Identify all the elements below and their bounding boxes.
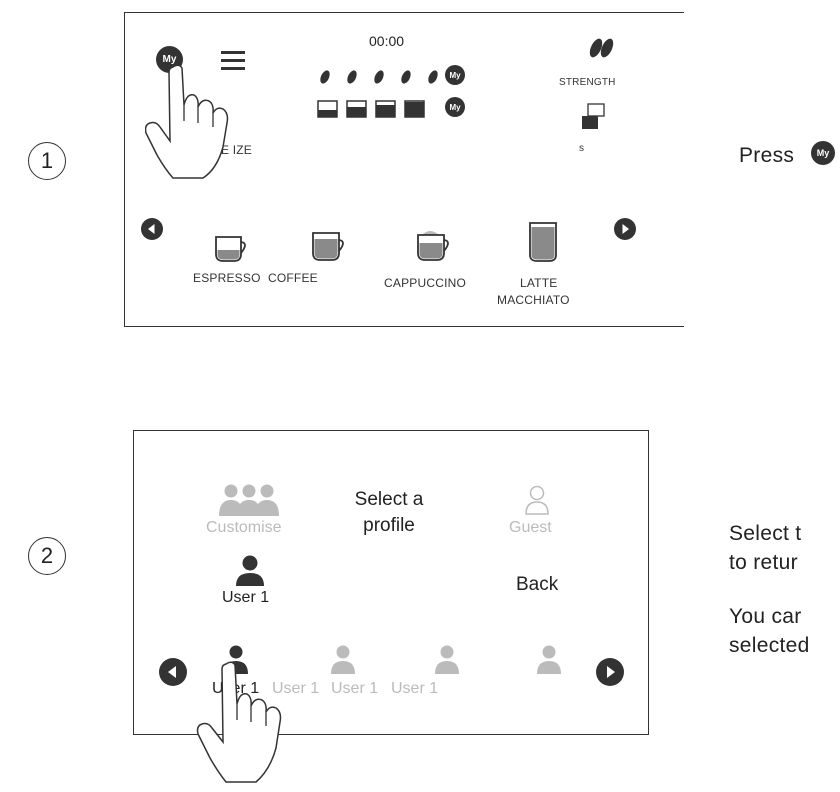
double-bean-icon[interactable] bbox=[587, 35, 615, 61]
carousel-user-icon-3[interactable] bbox=[434, 645, 460, 675]
my-size-badge[interactable]: My bbox=[445, 97, 465, 117]
timer: 00:00 bbox=[369, 33, 405, 49]
step2-instruction-b: You car selected bbox=[729, 605, 810, 657]
cup-size-row[interactable] bbox=[315, 97, 445, 121]
stacked-cups-icon[interactable] bbox=[580, 102, 608, 132]
carousel-user-label-4[interactable]: User 1 bbox=[391, 680, 439, 697]
next-arrow-icon[interactable] bbox=[614, 218, 636, 240]
carousel-user-label-2[interactable]: User 1 bbox=[272, 680, 320, 697]
size-label: E IZE bbox=[221, 143, 253, 157]
pointing-hand-icon bbox=[145, 64, 229, 179]
drink-label-espresso[interactable]: ESPRESSO bbox=[193, 271, 261, 285]
back-button[interactable]: Back bbox=[516, 574, 559, 595]
drink-label-cappuccino[interactable]: CAPPUCCINO bbox=[384, 276, 467, 290]
my-strength-badge[interactable]: My bbox=[445, 65, 465, 85]
coffee-machine-home-screen: My E IZE 00:00 My My STRENGTH bbox=[124, 12, 684, 327]
customise-label[interactable]: Customise bbox=[206, 519, 282, 536]
guest-icon[interactable] bbox=[524, 485, 550, 515]
drink-label-coffee[interactable]: COFFEE bbox=[268, 271, 318, 285]
my-inline-badge: My bbox=[811, 141, 835, 165]
carousel-user-icon-2[interactable] bbox=[330, 645, 356, 675]
cappuccino-cup-icon[interactable] bbox=[415, 227, 457, 263]
drink-label-latte[interactable]: LATTE bbox=[520, 276, 558, 290]
active-user-icon[interactable] bbox=[235, 555, 265, 587]
step2-instruction-a: Select t to retur bbox=[729, 522, 802, 574]
next-user-arrow-icon[interactable] bbox=[596, 658, 624, 686]
size-value-label: s bbox=[579, 143, 585, 154]
carousel-user-label-3[interactable]: User 1 bbox=[331, 680, 379, 697]
carousel-user-icon-4[interactable] bbox=[536, 645, 562, 675]
espresso-cup-icon[interactable] bbox=[213, 235, 255, 263]
strength-label: STRENGTH bbox=[559, 77, 616, 88]
guest-label[interactable]: Guest bbox=[509, 519, 552, 536]
step1-instruction: Press bbox=[739, 144, 795, 167]
strength-beans-row[interactable] bbox=[315, 65, 470, 89]
customise-group-icon[interactable] bbox=[218, 483, 280, 517]
previous-user-arrow-icon[interactable] bbox=[159, 658, 187, 686]
active-user-label[interactable]: User 1 bbox=[222, 589, 270, 606]
coffee-cup-icon[interactable] bbox=[310, 231, 352, 263]
menu-icon[interactable] bbox=[221, 49, 245, 73]
page-title: Select a profile bbox=[354, 489, 424, 536]
previous-arrow-icon[interactable] bbox=[141, 218, 163, 240]
drink-label-macchiato[interactable]: MACCHIATO bbox=[497, 293, 570, 307]
step-number-1: 1 bbox=[28, 142, 66, 180]
select-profile-screen: Customise Select a profile Guest User 1 … bbox=[133, 430, 649, 735]
pointing-hand-icon-2 bbox=[196, 661, 282, 783]
latte-macchiato-glass-icon[interactable] bbox=[527, 221, 559, 263]
step-number-2: 2 bbox=[28, 537, 66, 575]
